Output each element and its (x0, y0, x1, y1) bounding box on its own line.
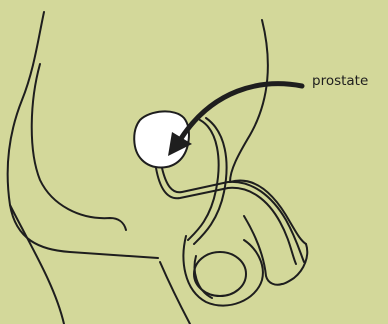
body-outline-right (230, 20, 268, 182)
prostate-label: prostate (312, 73, 368, 89)
thigh-outline (10, 205, 64, 324)
penis-top (230, 181, 306, 244)
glans (282, 244, 307, 284)
buttock-inner-line (32, 64, 126, 230)
pointer-arrow (180, 84, 302, 140)
vas-deferens-inner (194, 118, 227, 244)
vas-deferens-outer (188, 120, 219, 240)
